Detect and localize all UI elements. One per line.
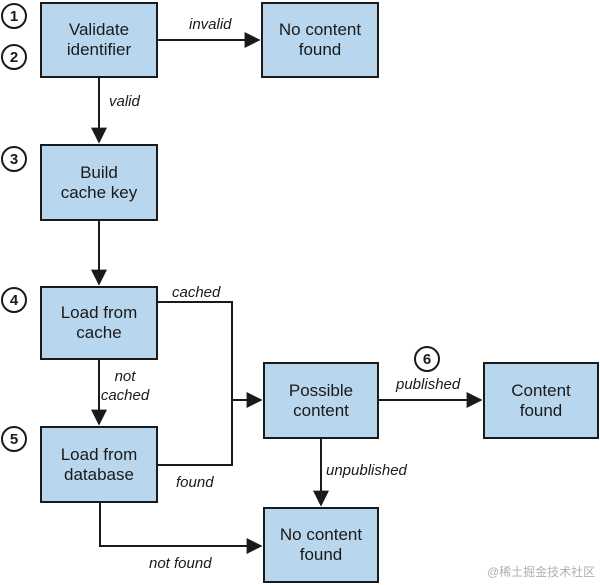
step-1-marker: 1	[1, 3, 27, 29]
content-found-box: Content found	[483, 362, 599, 439]
step-3-marker: 3	[1, 146, 27, 172]
label-published: published	[396, 376, 461, 393]
line-found	[157, 400, 233, 466]
line-cached	[157, 301, 233, 400]
step-6-marker: 6	[414, 346, 440, 372]
label-invalid: invalid	[189, 16, 232, 33]
watermark: @稀土掘金技术社区	[487, 565, 596, 579]
no-content-found-top-box: No content found	[261, 2, 379, 78]
validate-identifier-box: Validate identifier	[40, 2, 158, 78]
possible-content-box: Possible content	[263, 362, 379, 439]
load-from-cache-box: Load from cache	[40, 286, 158, 360]
arrow-not-found	[99, 503, 263, 554]
label-not-found: not found	[149, 555, 212, 572]
label-unpublished: unpublished	[326, 462, 407, 479]
load-from-database-box: Load from database	[40, 426, 158, 503]
label-cached: cached	[172, 284, 221, 301]
build-cache-key-box: Build cache key	[40, 144, 158, 221]
step-4-marker: 4	[1, 287, 27, 313]
step-5-marker: 5	[1, 426, 27, 452]
step-2-marker: 2	[1, 44, 27, 70]
label-found: found	[176, 474, 214, 491]
label-valid: valid	[109, 93, 140, 110]
label-not-cached: not cached	[100, 368, 150, 404]
no-content-found-bottom-box: No content found	[263, 507, 379, 583]
